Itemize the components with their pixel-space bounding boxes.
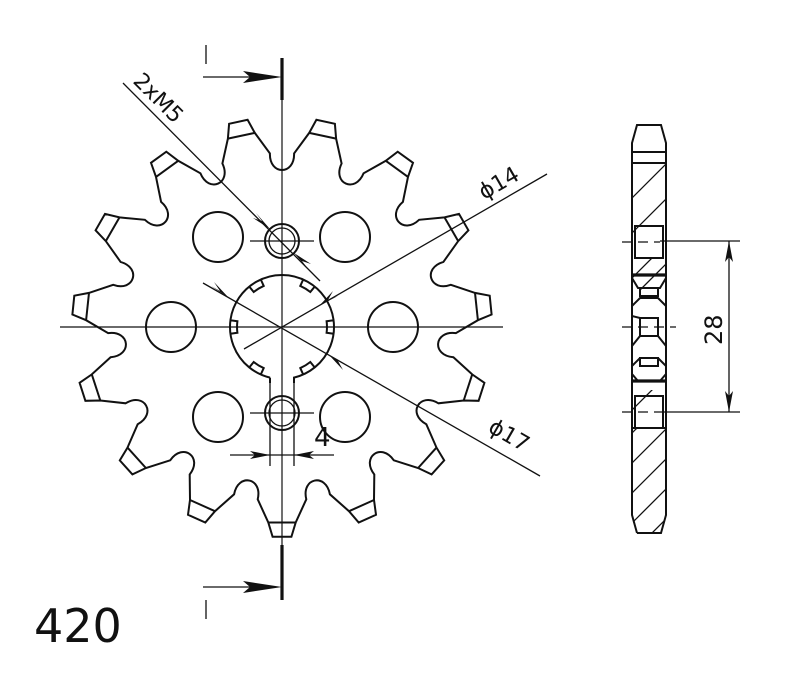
chain-pitch-label: 420 (34, 599, 122, 653)
dim-2xm5: 2xM5 (122, 69, 321, 282)
section-marker-top (203, 45, 282, 83)
dim-slot-width: 4 (230, 423, 334, 459)
dim-bolt-spacing-label: 28 (700, 314, 728, 345)
hole-lower-left (192, 391, 244, 443)
hole-upper-right (319, 211, 371, 263)
dim-slot-width-label: 4 (314, 423, 331, 453)
front-view: 2xM5 ϕ14 ϕ17 4 (60, 45, 548, 619)
tooth-tip-lines (85, 131, 479, 524)
sprocket-outline (71, 118, 493, 538)
dim-phi14-label: ϕ14 (475, 162, 524, 205)
dim-2xm5-label: 2xM5 (128, 69, 188, 129)
hole-upper-left (192, 211, 244, 263)
hole-lower-right (319, 391, 371, 443)
dim-bolt-spacing: 28 (660, 240, 740, 413)
dim-phi17-label: ϕ17 (484, 415, 533, 458)
side-view: 28 (622, 124, 740, 534)
dim-phi17: ϕ17 (202, 282, 541, 477)
section-marker-bottom (203, 581, 282, 619)
